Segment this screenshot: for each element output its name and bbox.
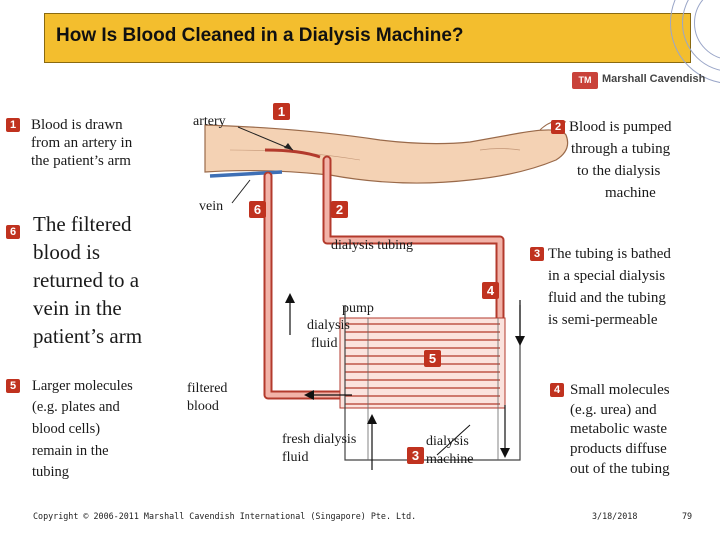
step-text-line: blood cells): [32, 421, 101, 437]
step-text-line: products diffuse: [570, 441, 667, 457]
step-text-line: Blood is pumped: [569, 119, 672, 135]
step-badge: 4: [550, 383, 564, 397]
step-text-line: tubing: [32, 464, 70, 480]
step-text-line: through a tubing: [571, 141, 671, 157]
step-badge: 1: [6, 118, 20, 132]
label-fresh-fluid-line2: fluid: [282, 450, 309, 465]
diagram-badge-5: 5: [424, 350, 441, 367]
step-text-line: (e.g. plates and: [32, 399, 120, 415]
step-text-line: The filtered: [33, 212, 132, 236]
step-text-line: (e.g. urea) and: [570, 402, 657, 418]
step-text-line: machine: [605, 185, 656, 201]
label-machine-line2: machine: [426, 452, 474, 467]
page-title: How Is Blood Cleaned in a Dialysis Machi…: [56, 25, 464, 46]
logo-text: Marshall Cavendish: [602, 73, 706, 85]
label-dialysis-fluid-line2: fluid: [311, 336, 338, 351]
step-badge: 3: [530, 247, 544, 261]
label-vein: vein: [199, 199, 224, 214]
step-text-line: out of the tubing: [570, 461, 670, 477]
footer-date: 3/18/2018: [592, 511, 638, 521]
footer-copyright: Copyright © 2006-2011 Marshall Cavendish…: [33, 511, 417, 521]
diagram-badge-1: 1: [273, 103, 290, 120]
label-fresh-fluid-line1: fresh dialysis: [282, 432, 357, 447]
step-text-line: remain in the: [32, 443, 109, 459]
step-badge: 2: [551, 120, 565, 134]
publisher-logo: TM Marshall Cavendish: [572, 71, 708, 91]
logo-mark: TM: [572, 72, 598, 89]
step-text-line: fluid and the tubing: [548, 290, 666, 306]
footer-page-number: 79: [682, 511, 693, 521]
diagram-badge-6: 6: [249, 201, 266, 218]
label-filtered-blood-line1: filtered: [187, 381, 228, 396]
label-machine-line1: dialysis: [426, 434, 469, 449]
step-text-line: from an artery in: [31, 135, 133, 151]
step-text-line: The tubing is bathed: [548, 246, 671, 262]
step-badge: 6: [6, 225, 20, 239]
label-dialysis-fluid-line1: dialysis: [307, 318, 350, 333]
diagram-badge-2: 2: [331, 201, 348, 218]
step-text-line: blood is: [33, 240, 101, 264]
label-artery: artery: [193, 114, 226, 129]
step-text-line: the patient’s arm: [31, 153, 131, 169]
step-text-line: returned to a: [33, 268, 140, 292]
step-text-line: vein in the: [33, 296, 122, 320]
label-pump: pump: [342, 301, 374, 316]
label-filtered-blood-line2: blood: [187, 399, 219, 414]
step-text-line: is semi-permeable: [548, 312, 658, 328]
step-text-line: in a special dialysis: [548, 268, 666, 284]
title-banner: [44, 13, 691, 63]
label-dialysis-tubing: dialysis tubing: [331, 238, 414, 253]
step-text-line: to the dialysis: [577, 163, 661, 179]
diagram-badge-3: 3: [407, 447, 424, 464]
dialysis-coil: [339, 317, 506, 409]
step-text-line: Blood is drawn: [31, 117, 123, 133]
diagram-badge-4: 4: [482, 282, 499, 299]
step-badge: 5: [6, 379, 20, 393]
step-text-line: patient’s arm: [33, 324, 143, 348]
dialysis-tank: [344, 305, 521, 461]
step-text-line: Larger molecules: [32, 378, 133, 394]
step-text-line: Small molecules: [570, 382, 670, 398]
step-text-line: metabolic waste: [570, 421, 668, 437]
